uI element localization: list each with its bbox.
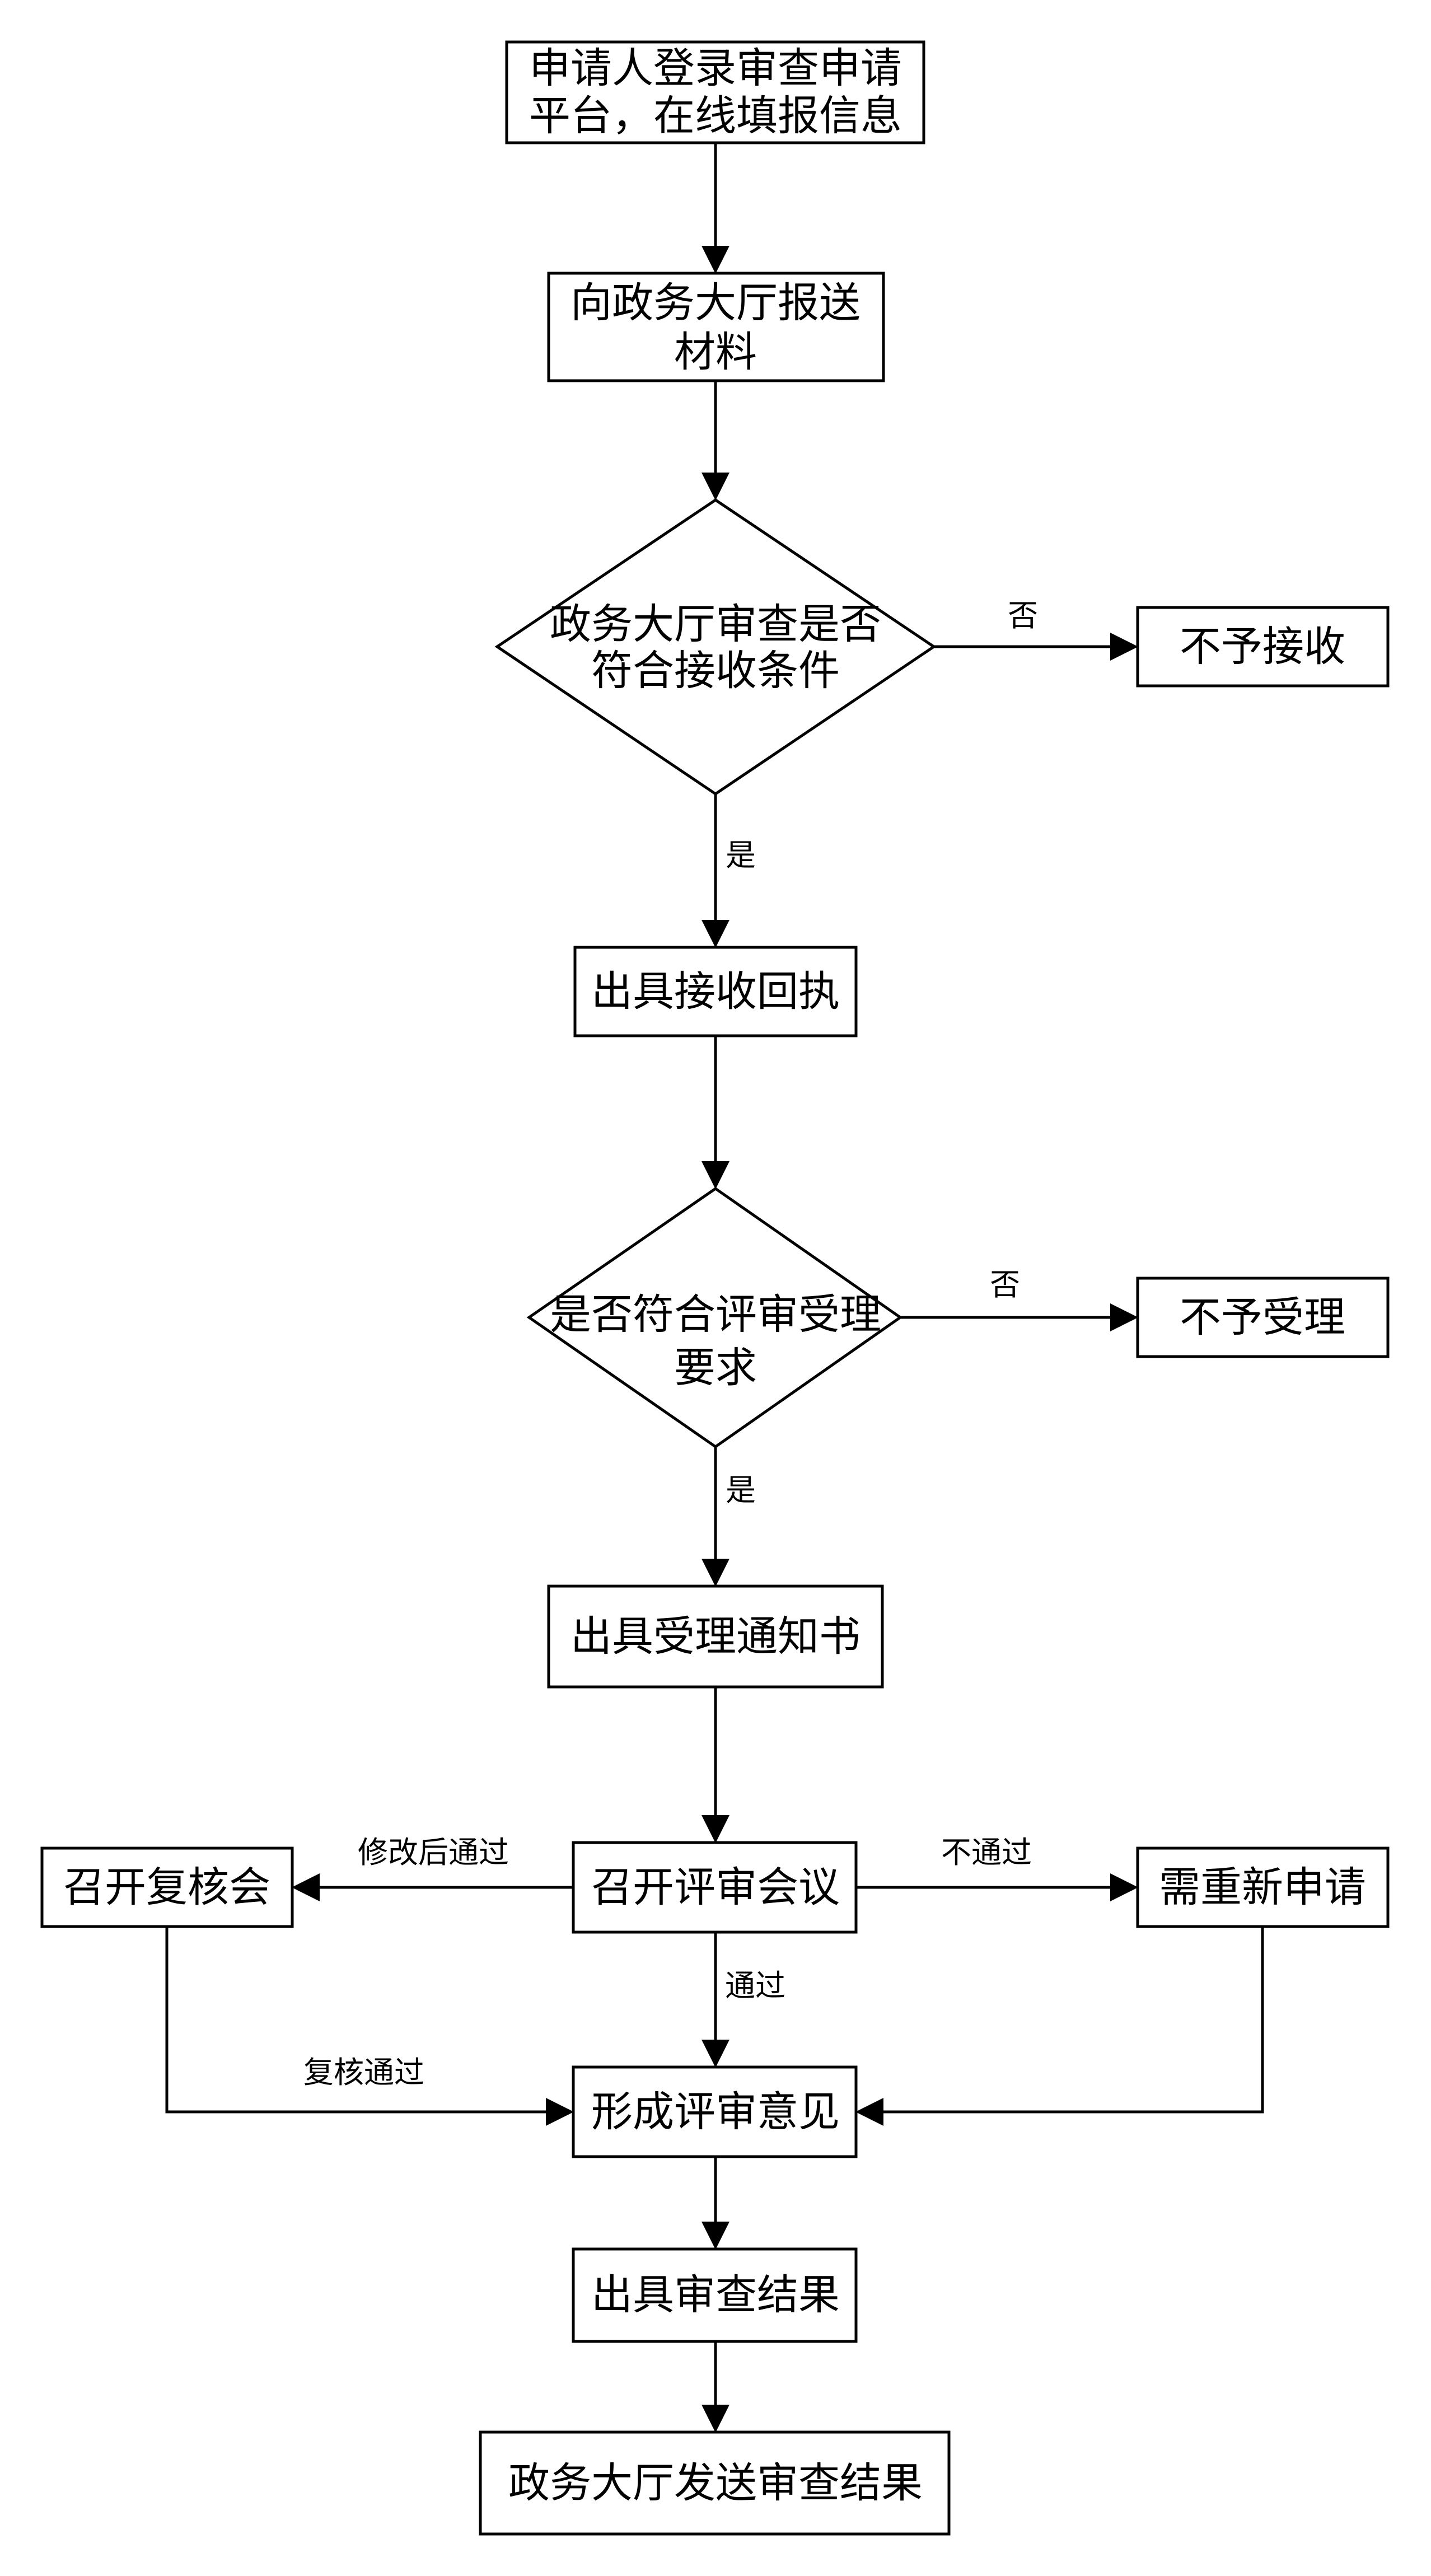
edge-label-not-pass: 不通过 [941, 1835, 1032, 1870]
edge-label-yes-2: 是 [726, 1472, 756, 1508]
edge-label-pass: 通过 [725, 1968, 785, 2003]
reject-receive-label: 不予接收 [1180, 623, 1345, 671]
start-label: 申请人登录审查申请 [529, 44, 902, 92]
issue-receipt-label: 出具接收回执 [591, 967, 840, 1016]
edge-label-modified-pass: 修改后通过 [358, 1835, 509, 1870]
submit-box [547, 272, 885, 382]
check-accept-label: 要求 [674, 1344, 757, 1392]
edge-recheck-to-opinion [165, 1927, 574, 2126]
reapply-box [1136, 1846, 1390, 1928]
submit-label: 向政务大厅报送 [570, 279, 861, 327]
edge-label-no-2: 否 [990, 1267, 1020, 1302]
check-receive-label: 政务大厅审查是否 [550, 600, 881, 648]
submit-label: 材料 [674, 328, 757, 376]
reapply-label: 需重新申请 [1159, 1863, 1366, 1911]
start-label: 平台，在线填报信息 [529, 92, 902, 140]
send-result-label: 政务大厅发送审查结果 [508, 2459, 923, 2507]
edge-label-recheck-pass: 复核通过 [303, 2055, 424, 2090]
edge-label-no-1: 否 [1008, 598, 1038, 633]
recheck-meeting-label: 召开复核会 [63, 1863, 270, 1911]
start-box [505, 40, 925, 144]
opinion-label: 形成评审意见 [591, 2088, 840, 2136]
reject-accept-label: 不予受理 [1180, 1293, 1345, 1341]
result-label: 出具审查结果 [591, 2271, 840, 2319]
edge-label-yes-1: 是 [726, 838, 756, 873]
check-receive-label: 符合接收条件 [591, 647, 840, 695]
send-result-box [479, 2430, 951, 2536]
review-meeting-label: 召开评审会议 [591, 1863, 840, 1911]
check-accept-label: 是否符合评审受理 [550, 1291, 881, 1339]
result-box [572, 2247, 858, 2343]
issue-notice-label: 出具受理通知书 [570, 1612, 861, 1661]
edge-reapply-to-opinion [855, 1927, 1264, 2126]
issue-notice-box [547, 1584, 884, 1689]
issue-receipt-box [573, 946, 858, 1037]
